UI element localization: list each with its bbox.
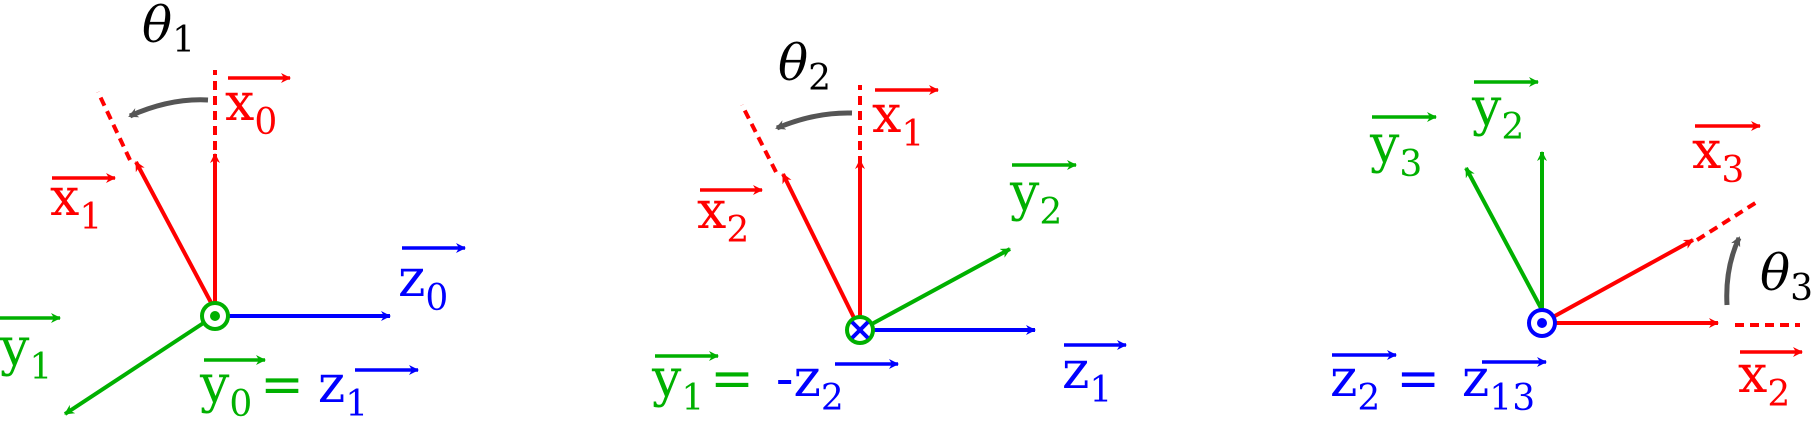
equation-1: y0=z1 bbox=[199, 355, 368, 425]
y2-axis-arrow bbox=[869, 247, 1011, 327]
x3-dashed-extension bbox=[1695, 198, 1762, 242]
z0-label: z0 bbox=[398, 249, 448, 319]
theta1-rotation-arrow bbox=[128, 97, 209, 119]
y1-axis-arrow bbox=[63, 320, 207, 416]
equation-2: y1=-z2 bbox=[651, 349, 844, 419]
y2-label: y2 bbox=[1471, 78, 1524, 148]
theta2-rotation-arrow bbox=[775, 110, 853, 131]
theta3-rotation-arrow bbox=[1724, 236, 1742, 306]
equation-3: z2=z13 bbox=[1330, 349, 1535, 419]
theta1-label: θ1 bbox=[142, 0, 195, 61]
x1-dashed-extension bbox=[96, 91, 132, 161]
panel-2: θ2 x1 x2 y2 z1 y1=-z2 bbox=[651, 34, 1127, 419]
x3-label: x3 bbox=[1692, 121, 1744, 191]
panel-3: y3 y2 x3 θ3 x2 z2=z13 bbox=[1330, 77, 1813, 419]
y1-label: y1 bbox=[0, 318, 52, 388]
circle-dot-icon bbox=[200, 301, 230, 331]
x0-label: x0 bbox=[225, 73, 277, 143]
x2-label: x2 bbox=[1738, 345, 1790, 415]
x3-axis-arrow bbox=[1552, 238, 1694, 319]
theta2-label: θ2 bbox=[778, 34, 831, 99]
y2-label: y2 bbox=[1009, 163, 1062, 233]
x1-label: x1 bbox=[872, 85, 924, 155]
z1-label: z1 bbox=[1062, 341, 1112, 411]
y3-axis-arrow bbox=[1464, 167, 1544, 311]
y3-label: y3 bbox=[1369, 115, 1422, 185]
theta3-label: θ3 bbox=[1760, 244, 1813, 309]
x1-axis-arrow bbox=[134, 161, 217, 311]
x2-axis-arrow bbox=[781, 173, 862, 331]
circle-dot-icon bbox=[1527, 308, 1557, 338]
circle-cross-icon bbox=[845, 315, 875, 345]
x2-dashed-extension bbox=[740, 104, 778, 173]
panel-1: θ1 x0 x1 z0 y1 y0=z1 bbox=[0, 0, 466, 425]
